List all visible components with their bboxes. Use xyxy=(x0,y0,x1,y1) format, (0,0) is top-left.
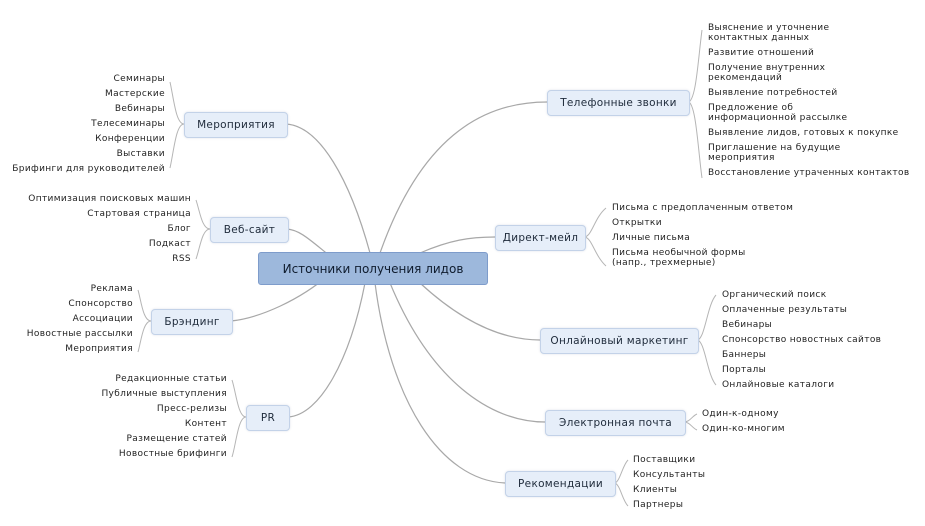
branch-pr: PR xyxy=(246,405,290,431)
leaf-item: Восстановление утраченных контактов xyxy=(708,168,910,178)
leaf-item: Брифинги для руководителей xyxy=(12,164,165,174)
leaf-item: Конференции xyxy=(95,134,165,144)
leaf-item: Редакционные статьи xyxy=(115,374,227,384)
link-branding xyxy=(137,289,152,353)
leaf-item: Оплаченные результаты xyxy=(722,305,848,315)
leaf-item: Реклама xyxy=(90,284,133,294)
link-direct-mail xyxy=(583,207,607,267)
branch-email: Электронная почта xyxy=(545,410,686,436)
leaf-item: Баннеры xyxy=(722,350,767,360)
leaf-item: Письма с предоплаченным ответом xyxy=(612,203,794,213)
connector-direct-mail xyxy=(419,236,496,254)
website-items: Оптимизация поисковых машин Стартовая ст… xyxy=(28,194,191,269)
leaf-item: Консультанты xyxy=(633,470,706,480)
leaf-item: Выявление потребностей xyxy=(708,88,838,98)
direct-mail-items: Письма с предоплаченным ответом Открытки… xyxy=(612,203,793,273)
leaf-item: Размещение статей xyxy=(126,434,227,444)
branch-events: Мероприятия xyxy=(184,112,288,138)
leaf-item: Оптимизация поисковых машин xyxy=(28,194,191,204)
leaf-item: Клиенты xyxy=(633,485,678,495)
leaf-item: Пресс-релизы xyxy=(156,404,227,414)
link-phone xyxy=(687,29,703,179)
leaf-item: Семинары xyxy=(113,74,165,84)
leaf-item: Новостные рассылки xyxy=(26,329,133,339)
connector-events xyxy=(285,123,371,254)
leaf-item: Телесеминары xyxy=(91,119,165,129)
leaf-item: Контент xyxy=(184,419,227,429)
connector-referrals xyxy=(374,282,506,484)
leaf-item: Блог xyxy=(167,224,191,234)
link-website xyxy=(195,199,211,260)
leaf-connectors xyxy=(137,29,717,507)
leaf-item: Публичные выступления xyxy=(101,389,227,399)
leaf-item: Мастерские xyxy=(105,89,165,99)
leaf-item: Предложение об информационной рассылке xyxy=(708,103,848,123)
connector-online xyxy=(419,282,541,341)
leaf-item: Письма необычной формы (напр., трехмерны… xyxy=(612,248,746,268)
leaf-item: Спонсорство xyxy=(68,299,133,309)
leaf-item: Получение внутренних рекомендаций xyxy=(708,63,826,83)
leaf-item: Развитие отношений xyxy=(708,48,815,58)
leaf-item: Поставщики xyxy=(633,455,696,465)
link-events xyxy=(169,81,185,169)
phone-items: Выяснение и уточнение контактных данных … xyxy=(708,23,910,183)
link-pr xyxy=(231,379,247,458)
leaf-item: Приглашение на будущие мероприятия xyxy=(708,143,841,163)
leaf-item: Мероприятия xyxy=(65,344,133,354)
online-items: Органический поиск Оплаченные результаты… xyxy=(722,290,881,395)
leaf-item: Порталы xyxy=(722,365,767,375)
central-topic: Источники получения лидов xyxy=(258,252,488,285)
branch-online: Онлайновый маркетинг xyxy=(540,328,699,354)
leaf-item: Партнеры xyxy=(633,500,684,510)
leaf-item: Вебинары xyxy=(114,104,165,114)
branch-phone: Телефонные звонки xyxy=(547,90,690,116)
leaf-item: Личные письма xyxy=(612,233,691,243)
leaf-item: Вебинары xyxy=(722,320,773,330)
leaf-item: Органический поиск xyxy=(722,290,827,300)
events-items: Семинары Мастерские Вебинары Телесеминар… xyxy=(12,74,165,179)
email-items: Один-к-одному Один-ко-многим xyxy=(702,409,785,439)
referrals-items: Поставщики Консультанты Клиенты Партнеры xyxy=(633,455,705,515)
branding-items: Реклама Спонсорство Ассоциации Новостные… xyxy=(27,284,133,359)
leaf-item: Выявление лидов, готовых к покупке xyxy=(708,128,899,138)
leaf-item: Онлайновые каталоги xyxy=(722,380,835,390)
link-referrals xyxy=(613,459,629,507)
leaf-item: Спонсорство новостных сайтов xyxy=(722,335,882,345)
leaf-item: Подкаст xyxy=(148,239,191,249)
branch-direct-mail: Директ-мейл xyxy=(495,225,586,251)
leaf-item: RSS xyxy=(172,254,191,264)
connector-pr xyxy=(287,282,366,418)
connector-phone xyxy=(379,101,548,254)
branch-referrals: Рекомендации xyxy=(505,471,616,497)
leaf-item: Новостные брифинги xyxy=(118,449,227,459)
leaf-item: Один-ко-многим xyxy=(702,424,785,434)
pr-items: Редакционные статьи Публичные выступлени… xyxy=(101,374,227,464)
leaf-item: Открытки xyxy=(612,218,662,228)
branch-branding: Брэндинг xyxy=(151,309,233,335)
leaf-item: Выяснение и уточнение контактных данных xyxy=(708,23,830,43)
leaf-item: Один-к-одному xyxy=(702,409,779,419)
leaf-item: Стартовая страница xyxy=(87,209,191,219)
connector-email xyxy=(389,282,546,423)
leaf-item: Выставки xyxy=(116,149,165,159)
branch-website: Веб-сайт xyxy=(210,217,289,243)
leaf-item: Ассоциации xyxy=(72,314,133,324)
link-online xyxy=(696,294,717,386)
